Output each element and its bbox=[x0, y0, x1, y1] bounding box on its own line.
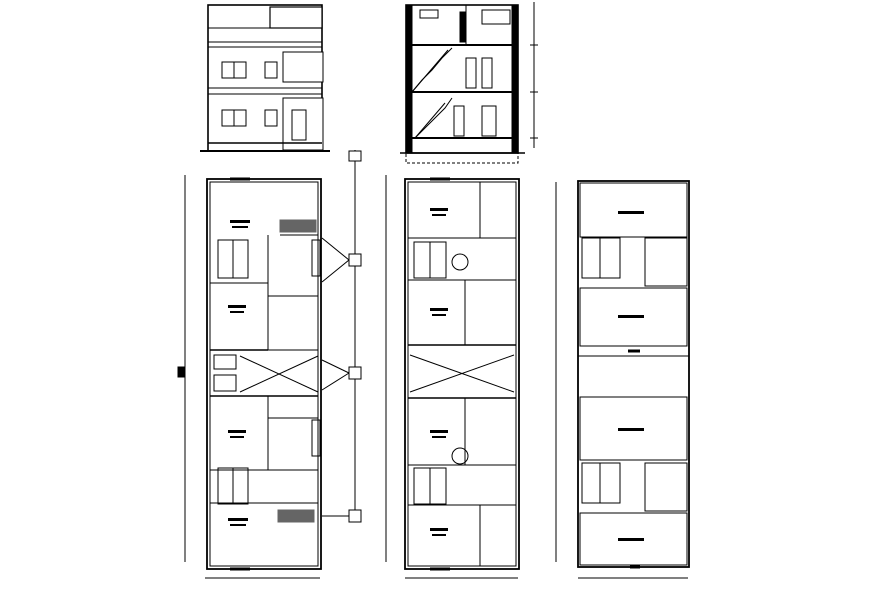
room-label-marks bbox=[228, 208, 644, 541]
front-elevation bbox=[200, 4, 330, 152]
typical-floor-plan bbox=[385, 175, 520, 579]
water-riser-diagram bbox=[321, 150, 362, 523]
building-section bbox=[400, 2, 538, 164]
terrace-floor-plan bbox=[555, 180, 690, 579]
ground-floor-plan bbox=[177, 175, 322, 579]
